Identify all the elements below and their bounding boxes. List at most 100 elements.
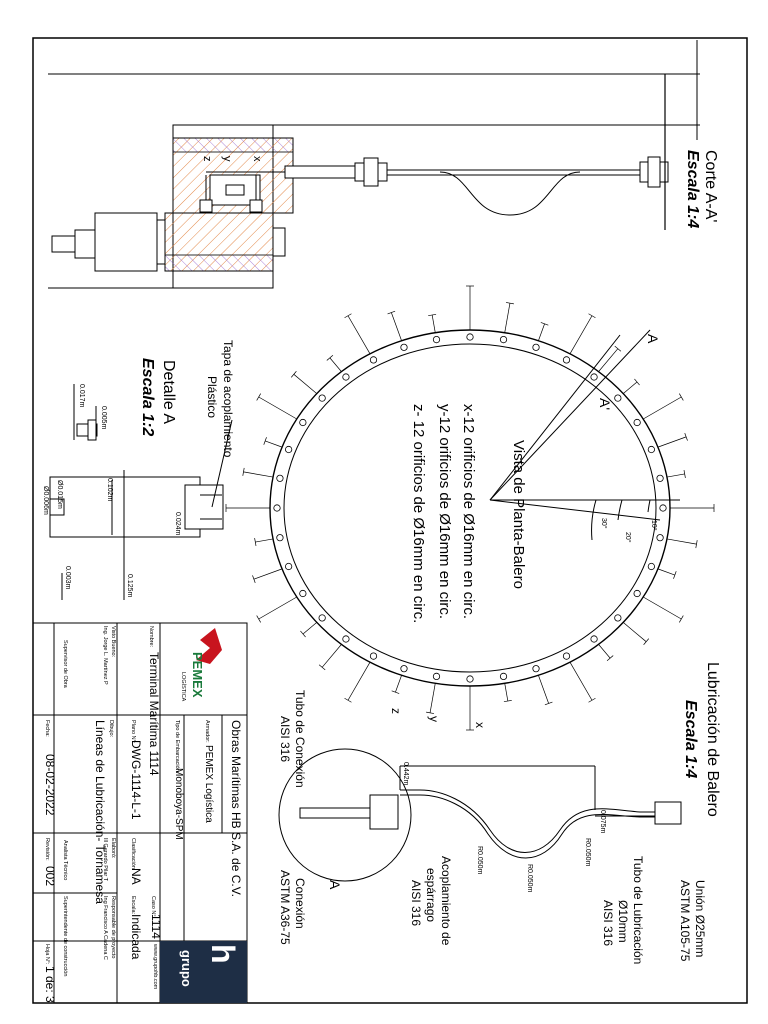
ring-hole [299,589,307,598]
ring-tick-cap [318,664,326,671]
ring-tick [293,374,318,394]
responsible-label: Responsable de proyecto [110,896,116,958]
ring-tick [391,312,402,341]
ring-tick [569,661,593,701]
lub-dim-4: R0.050m [476,846,483,875]
ring-tick-cap [503,699,512,703]
ring-hole [400,665,408,673]
ring-tick-cap [252,575,256,584]
section-hole-x: x [251,156,263,162]
section-view: x y z Corte A-A' Escala 1:4 [48,40,719,289]
vb-label: Visto Bueno: [110,626,116,658]
ring-tick [302,622,318,635]
ring-hole [532,343,540,351]
pemex-eagle-icon [196,628,222,664]
connection-tube-line-2: AISI 316 [278,716,292,762]
ring-tick [657,568,675,576]
revision-label: Revisión: [44,838,50,861]
lub-dim-1: 0.075m [599,810,606,834]
ring-hole [590,373,598,381]
detail-dim-2: 0.102m [106,478,113,502]
ring-tick-cap [290,371,297,378]
drawing-value: Líneas de Lubricación- Tornamesa [93,720,107,904]
detail-dim-3: Ø0.015m [56,480,63,509]
coupling-line-2: espárrago [424,868,438,922]
section-title: Corte A-A' [702,150,719,222]
ring-tick-cap [300,630,306,638]
ring-tick-cap [256,393,261,401]
ring-tick [253,568,283,580]
connection-line-1: Conexión [293,878,307,929]
lub-dim-3: R0.050m [526,864,533,893]
ring-tick-cap [683,469,686,478]
ring-hole [466,333,474,341]
website: www.grupohb.com [152,943,158,990]
ring-tick-cap [684,432,688,441]
made-label: Elaboró: [110,838,116,859]
ring-tick [329,357,342,372]
ring-tick [538,323,545,341]
ring-tick-cap [426,711,435,714]
case-value: 1114 [149,914,163,939]
ring-hole [647,445,655,454]
connection-tube-line-1: Tubo de Conexión [293,690,307,788]
ring-tick [243,471,274,478]
plan-value: DWG-1114-L-1 [129,740,143,820]
ring-tick-cap [242,467,245,476]
plan-note-x: x-12 orificios de Ø16mm en circ. [460,404,477,619]
ring-tick [598,348,619,372]
class-value: NA [129,868,143,885]
ring-tick [504,683,509,702]
ring-tick [258,396,297,420]
detail-scale: Escala 1:2 [139,358,156,436]
lub-title: Lubricación de Balero [704,662,721,817]
ring-hole [285,445,293,454]
ring-tick-cap [588,313,596,319]
bearing-ring [225,285,715,731]
ring-tick-cap [387,310,396,315]
ring-tick-cap [544,701,553,706]
ring-hole [562,356,571,364]
detail-dim-6: 0.003m [64,566,71,590]
ring-hole [432,335,441,344]
section-mark-a: A [645,334,661,344]
ring-hole [299,418,307,427]
plan-view: 30° 20° 10° A A' x y z Vista de Planta-B… [225,285,715,731]
ring-inner [283,343,657,673]
ring-hole [342,373,350,381]
ring-tick-cap [588,697,596,703]
angle-20: 20° [624,532,632,543]
lub-scale: Escala 1:4 [682,700,699,778]
case-label: Caso N°: [150,896,156,919]
ring-tick [538,675,549,704]
detail-dim-7: 0.125m [126,574,133,598]
ring-hole [318,394,326,402]
ring-hole [656,474,664,482]
detail-dim-0: 0.017m [78,384,85,408]
name-value: Terminal Marítima 1114 [147,652,161,776]
ring-tick [598,644,611,659]
lub-dim-0: 0.442m [402,762,409,786]
grupo-logo-mark: h [205,944,241,964]
ring-tick-cap [505,302,514,305]
tube-line-1: Tubo de Lubricación [631,856,645,964]
union-line-1: Unión Ø25mm [693,880,707,957]
ring-hole [590,635,598,643]
ring-tick [666,538,697,545]
detail-mark-a: A [327,880,343,890]
ring-hole [647,562,655,571]
ring-tick-cap [254,538,257,547]
ring-tick-cap [326,355,334,361]
ring-tick [569,315,593,355]
drawing-label: Dibujo: [108,720,114,738]
lubrication-view: 0.442m 0.075m R0.050m R0.050m R0.050m Lu… [278,662,721,964]
angle-30: 30° [600,518,608,529]
cap-label-1: Tapa de acoplamiento [221,340,235,458]
ring-hole [318,614,326,622]
ring-tick-cap [679,615,684,623]
ring-tick-cap [344,313,352,319]
owner-label: Armador: [204,720,210,743]
plan-note-z: z- 12 orificios de Ø16mm en circ. [410,404,427,623]
ring-tick [504,303,511,333]
ring-tick-cap [634,378,640,386]
